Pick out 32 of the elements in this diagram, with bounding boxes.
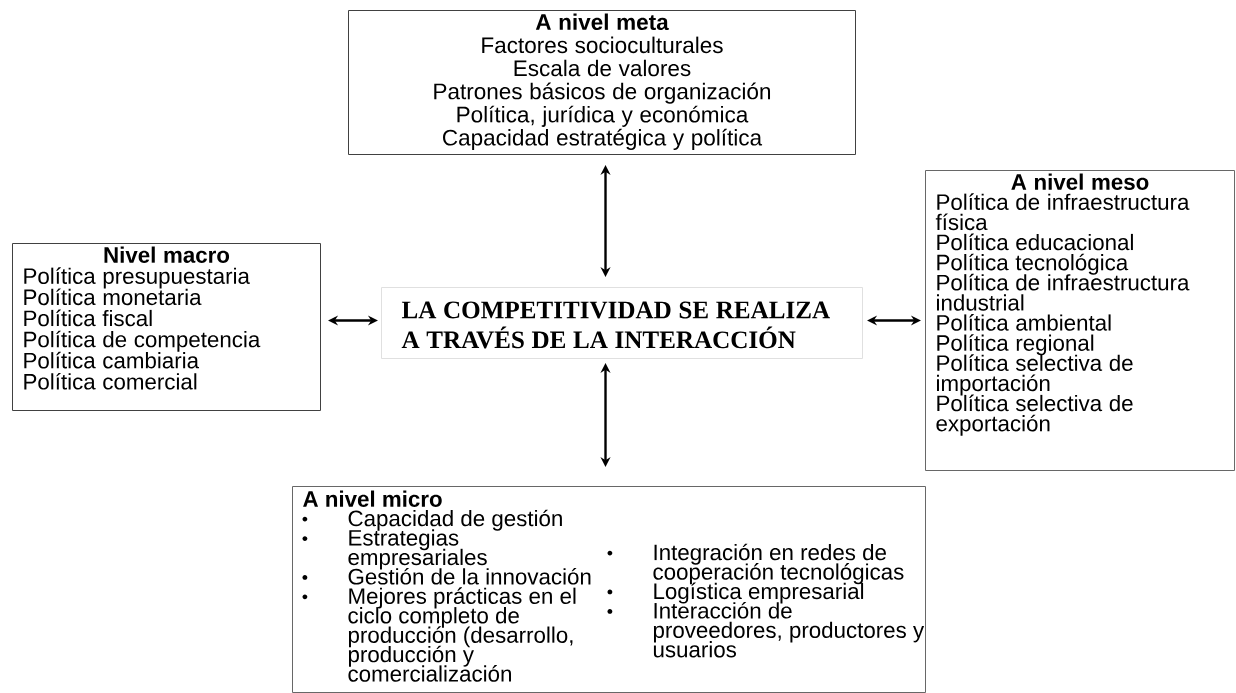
- heading: A nivel meso: [1011, 173, 1149, 190]
- list-item: Política selectiva de exportación: [936, 394, 1133, 436]
- text-line: Factores socioculturales: [482, 36, 723, 54]
- list-item: Política de infraestructura física: [935, 193, 1190, 231]
- list-item: Política cambiaria: [24, 351, 199, 369]
- list-item: Política comercial: [24, 372, 197, 390]
- list-item: Política educacional: [937, 233, 1133, 251]
- list-item: Gestión de la innovación: [348, 567, 591, 585]
- title-text: LA COMPETITIVIDAD SE REALIZA A TRAVÉS DE LA INTERACCIÓN: [401, 301, 830, 349]
- list-item: Política de competencia: [24, 330, 261, 352]
- list-item: Política ambiental: [937, 314, 1111, 331]
- text-line: Capacidad estratégica y política: [443, 128, 763, 151]
- text-box: [12, 243, 321, 411]
- list-item: Capacidad de gestión: [348, 509, 562, 531]
- text-line: Política, jurídica y económica: [457, 105, 749, 127]
- list-item: Mejores prácticas en el ciclo completo de producción (desarrollo, producción y comercialización: [348, 587, 576, 682]
- list-item: Interacción de proveedores, productores y usuarios: [653, 601, 925, 658]
- text-box: [348, 10, 856, 155]
- text-line: Escala de valores: [514, 59, 691, 77]
- text-line: Patrones básicos de organización: [434, 82, 770, 104]
- text-box: [292, 486, 926, 693]
- list-item: Estrategias empresariales: [348, 529, 487, 570]
- text-box: [925, 170, 1235, 471]
- heading: A nivel micro: [303, 490, 442, 507]
- list-item: Política presupuestaria: [24, 267, 250, 289]
- title-box: [381, 287, 863, 359]
- heading: Nivel macro: [104, 246, 230, 263]
- heading: A nivel meta: [535, 13, 669, 31]
- list-item: Política de infraestructura industrial: [937, 273, 1190, 311]
- list-item: Política fiscal: [24, 309, 152, 327]
- list-item: Política selectiva de importación: [937, 354, 1133, 396]
- list-item: Política monetaria: [24, 288, 202, 306]
